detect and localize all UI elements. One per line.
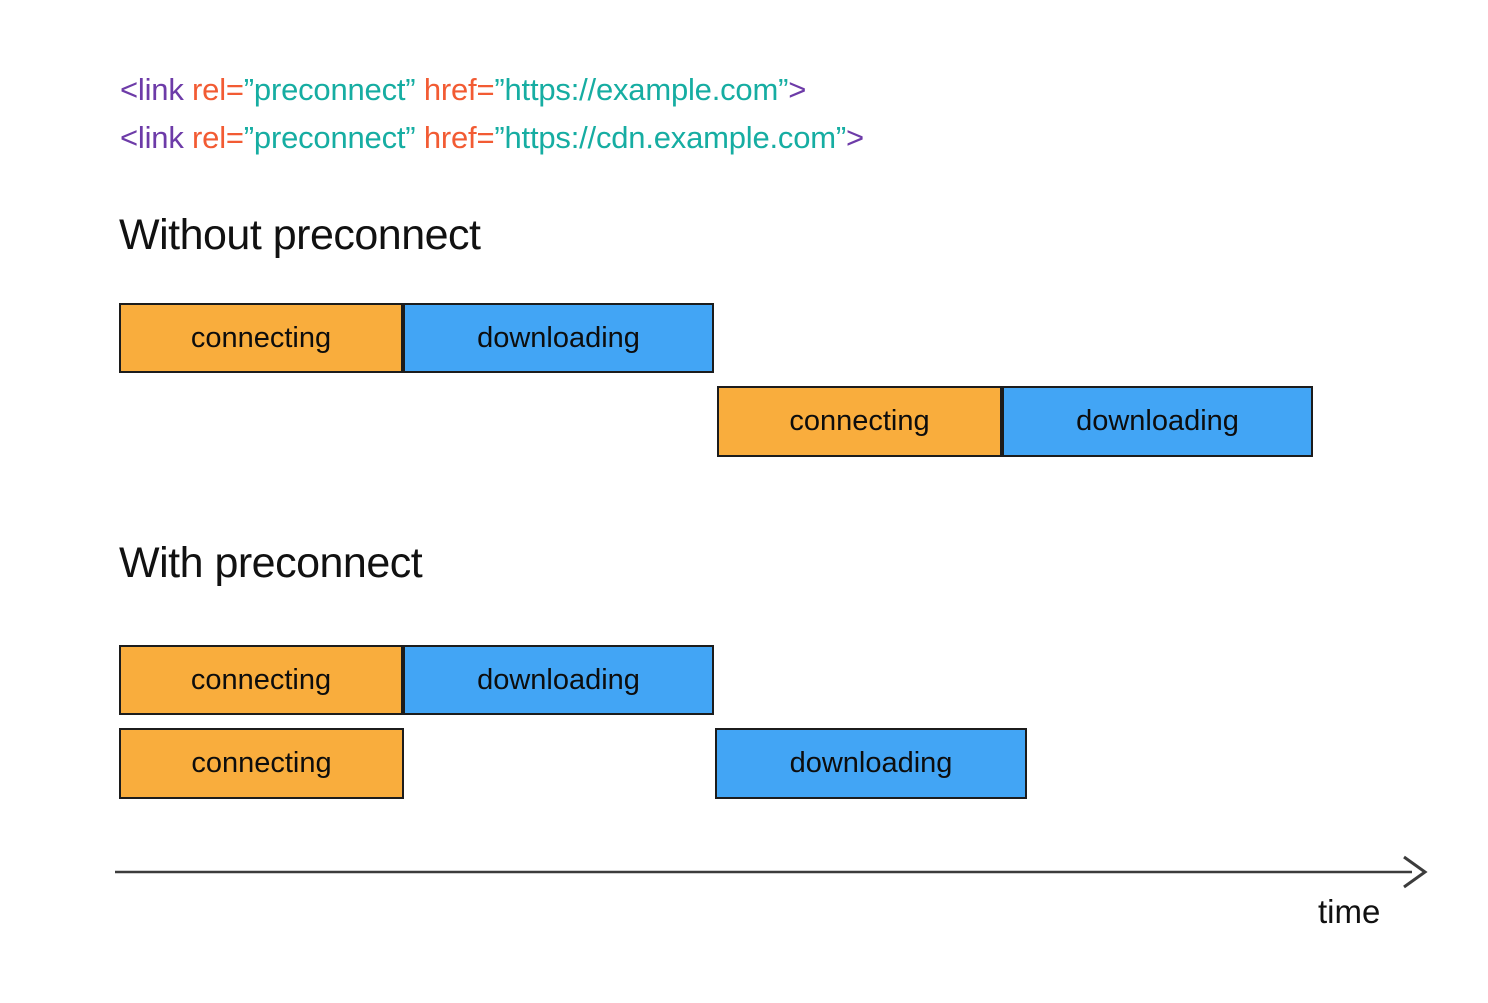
section-title-without-preconnect: Without preconnect: [119, 211, 481, 259]
with-row2-connecting-bar: connecting: [119, 728, 404, 799]
code-line-1: <link rel=”preconnect” href=”https://exa…: [120, 66, 864, 114]
without-row1-downloading-bar: downloading: [403, 303, 714, 373]
with-row1-connecting-bar: connecting: [119, 645, 403, 715]
without-row2-connecting-bar: connecting: [717, 386, 1002, 457]
time-axis: [115, 855, 1428, 889]
code-line-2: <link rel=”preconnect” href=”https://cdn…: [120, 114, 864, 162]
without-row1-connecting-bar: connecting: [119, 303, 403, 373]
code-close-tag: >: [846, 120, 864, 155]
code-open-tag: <link: [120, 72, 184, 107]
without-row2-downloading-bar: downloading: [1002, 386, 1313, 457]
with-row1-downloading-bar: downloading: [403, 645, 714, 715]
code-rel-value: ”preconnect”: [243, 120, 416, 155]
code-rel-attr: rel=: [183, 120, 244, 155]
time-axis-label: time: [1318, 893, 1381, 930]
code-rel-value: ”preconnect”: [243, 72, 416, 107]
arrow-right-icon: [1403, 855, 1428, 889]
code-close-tag: >: [788, 72, 807, 107]
code-href-attr: href=: [415, 72, 495, 107]
code-href-attr: href=: [415, 120, 495, 155]
with-row2-downloading-bar: downloading: [715, 728, 1027, 799]
preconnect-code-snippet: <link rel=”preconnect” href=”https://exa…: [120, 66, 864, 162]
section-title-with-preconnect: With preconnect: [119, 539, 423, 587]
code-rel-attr: rel=: [183, 72, 244, 107]
code-href-value: ”https://example.com”: [494, 72, 789, 107]
code-open-tag: <link: [120, 120, 184, 155]
code-href-value: ”https://cdn.example.com”: [494, 120, 847, 155]
